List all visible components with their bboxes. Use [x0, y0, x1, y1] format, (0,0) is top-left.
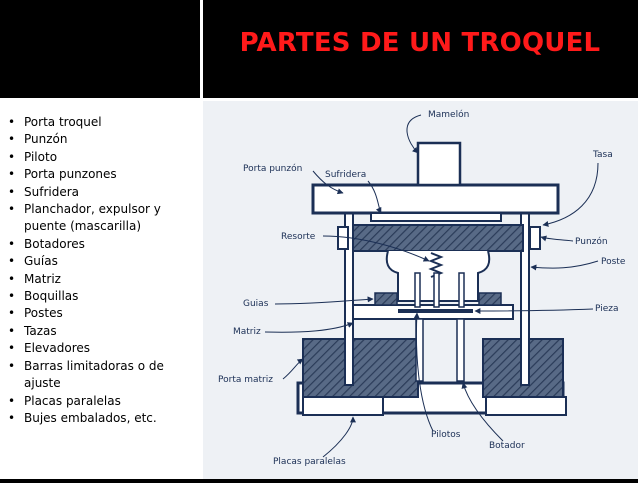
label-poste: Poste [601, 257, 626, 267]
punch-c [458, 272, 465, 308]
leader-line-pieza [474, 307, 594, 314]
leader-line-placas-paralelas [322, 416, 356, 458]
shank [416, 141, 462, 187]
die-diagram: Mamelón Tasa Porta punzón Sufridera Reso… [218, 109, 626, 467]
list-item: Placas paralelas [6, 393, 198, 411]
leader-line-matriz [264, 322, 354, 333]
list-item: Bujes embalados, etc. [6, 410, 198, 428]
label-resorte: Resorte [281, 232, 316, 242]
leader-line-porta-punzon [312, 170, 344, 195]
list-item: Botadores [6, 236, 198, 254]
leader-line-guias [274, 296, 374, 305]
guide-left [374, 292, 398, 306]
leader-line-sufridera [367, 180, 382, 214]
list-item: Tazas [6, 323, 198, 341]
list-item: Porta troquel [6, 114, 198, 132]
label-porta-matriz: Porta matriz [218, 375, 273, 385]
label-botador: Botador [489, 441, 525, 451]
bushing-right [529, 226, 541, 250]
parallel-plate-right [485, 396, 567, 416]
die-diagram-panel: Mamelón Tasa Porta punzón Sufridera Reso… [203, 101, 638, 479]
label-guias: Guias [243, 299, 269, 309]
label-matriz: Matriz [233, 327, 261, 337]
spring [428, 252, 444, 278]
list-item: Porta punzones [6, 166, 198, 184]
label-pieza: Pieza [595, 304, 619, 314]
label-tasa: Tasa [592, 150, 613, 160]
guide-right [478, 292, 502, 306]
bushing-left [337, 226, 349, 250]
label-mamelon: Mamelón [428, 109, 469, 120]
list-item: Postes [6, 305, 198, 323]
punch-holder [352, 224, 524, 252]
top-plate [311, 183, 560, 215]
die-holder-left [302, 338, 419, 398]
leader-line-poste [530, 260, 599, 271]
horizontal-divider [0, 98, 638, 101]
label-pilotos: Pilotos [431, 430, 461, 440]
leader-line-mamelon [406, 114, 422, 154]
leader-line-pilotos [413, 312, 434, 432]
list-item: Guías [6, 253, 198, 271]
leader-line-botador [461, 382, 504, 442]
list-item: Boquillas [6, 288, 198, 306]
list-item: Punzón [6, 131, 198, 149]
leader-line-resorte [322, 235, 430, 262]
ejector-right [456, 318, 465, 382]
list-item: Piloto [6, 149, 198, 167]
parallel-plate-left [302, 396, 384, 416]
slide-title: PARTES DE UN TROQUEL [239, 28, 601, 58]
leader-line-tasa [542, 162, 599, 227]
workpiece [398, 309, 473, 313]
leader-line-porta-matriz [282, 358, 304, 380]
label-placas-paralelas: Placas paralelas [273, 457, 346, 467]
list-item: Planchador, expulsor y puente (mascarill… [6, 201, 198, 236]
punch-a [414, 272, 421, 308]
top-left-block [0, 0, 200, 98]
label-sufridera: Sufridera [325, 170, 366, 180]
label-punzon: Punzón [575, 236, 608, 247]
list-item: Sufridera [6, 184, 198, 202]
list-item: Barras limitadoras o de ajuste [6, 358, 198, 393]
list-item: Matriz [6, 271, 198, 289]
leader-line-punzon [540, 235, 574, 242]
backing-plate [370, 212, 502, 222]
list-item: Elevadores [6, 340, 198, 358]
punch-b [433, 272, 440, 308]
vertical-divider [200, 0, 203, 479]
label-porta-punzon: Porta punzón [243, 163, 302, 174]
parts-list: Porta troquel Punzón Piloto Porta punzon… [6, 114, 198, 428]
